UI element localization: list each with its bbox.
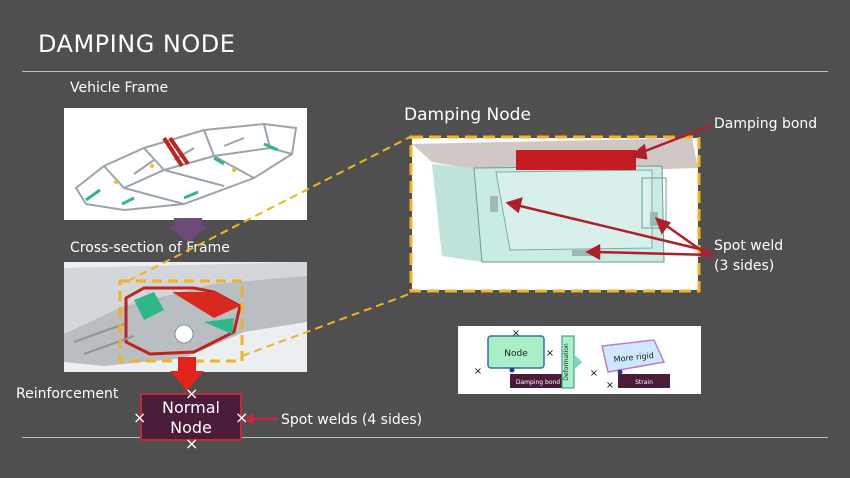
spot-weld-label-line1: Spot weld <box>714 238 784 254</box>
slide-title: DAMPING NODE <box>38 30 236 58</box>
schematic-strain-text: Strain <box>635 379 653 386</box>
weld-mark-left: × <box>133 408 147 427</box>
weld-mark-right: × <box>235 408 249 427</box>
spot-weld-label-line2: (3 sides) <box>714 258 775 274</box>
vehicle-frame-image <box>64 108 307 220</box>
down-arrow-red <box>170 357 204 391</box>
weld-mark-bottom: × <box>185 434 199 453</box>
damping-node-highlight <box>409 135 701 293</box>
reinforcement-label: Reinforcement <box>16 386 119 402</box>
spot-welds-label: Spot welds (4 sides) <box>281 412 423 428</box>
svg-text:×: × <box>512 328 520 339</box>
weld-mark-top: × <box>185 384 199 403</box>
svg-text:×: × <box>474 366 482 377</box>
down-arrow-purple <box>168 218 208 242</box>
svg-text:×: × <box>590 368 598 379</box>
svg-text:×: × <box>606 380 614 391</box>
normal-node-line2: Node <box>170 418 212 437</box>
svg-text:×: × <box>546 348 554 359</box>
deformation-schematic: Node Damping bond × × × Deformation More… <box>458 326 701 394</box>
cross-section-label: Cross-section of Frame <box>70 240 230 256</box>
normal-node-box: Normal Node <box>140 393 242 441</box>
cross-section-image <box>64 262 307 372</box>
damping-node-label: Damping Node <box>404 105 531 125</box>
spot-weld-arrow-left <box>244 413 278 425</box>
schematic-deformation-text: Deformation <box>563 343 570 381</box>
schematic-node-text: Node <box>504 349 528 359</box>
damping-bond-label: Damping bond <box>714 116 818 132</box>
schematic-damping-bond-text: Damping bond <box>516 379 560 386</box>
schematic-more-rigid-text: More rigid <box>613 351 654 364</box>
top-divider <box>22 71 828 72</box>
normal-node-line1: Normal <box>162 398 220 417</box>
vehicle-frame-label: Vehicle Frame <box>70 80 169 96</box>
bottom-divider <box>22 437 828 438</box>
